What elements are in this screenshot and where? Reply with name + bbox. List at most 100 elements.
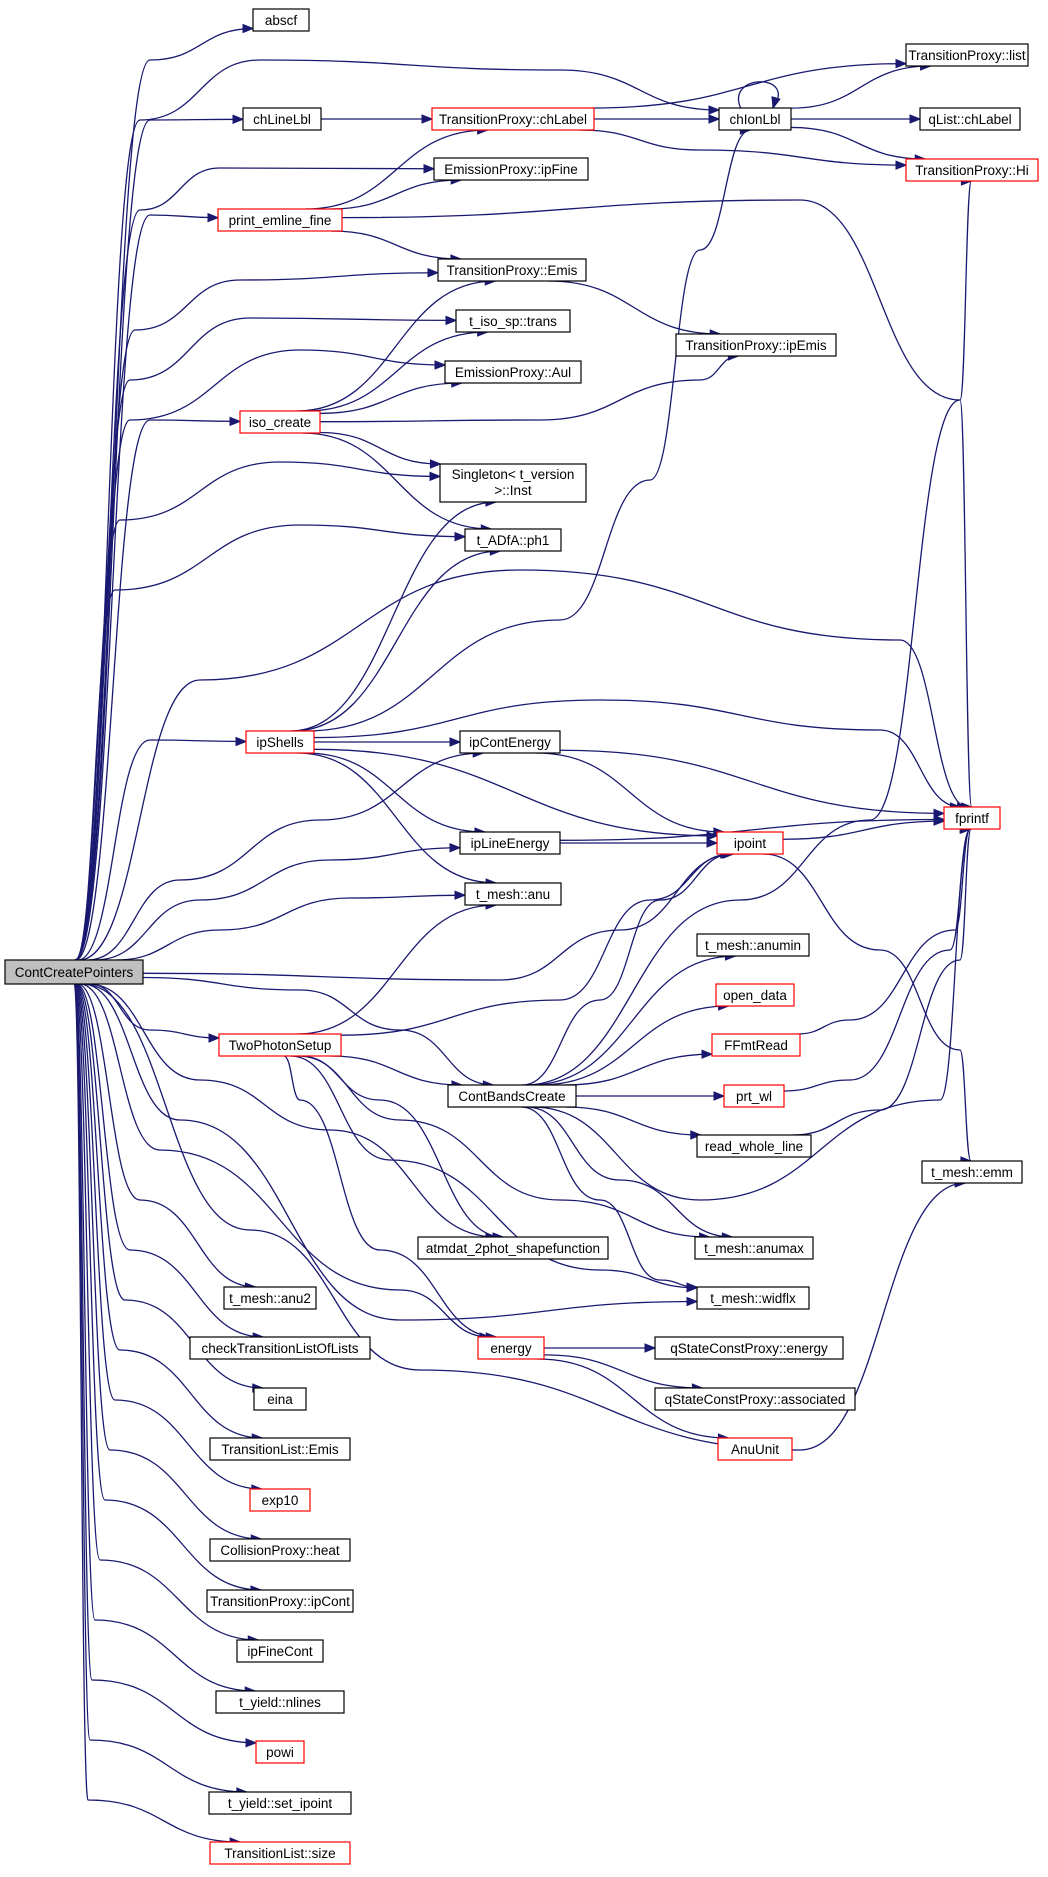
node-chLineLbl[interactable]: chLineLbl [242,107,322,131]
node-box-eina[interactable] [253,1387,307,1411]
node-box-ipoint[interactable] [716,831,784,855]
node-fprintf[interactable]: fprintf [943,806,1001,830]
node-box-tpList[interactable] [905,43,1029,67]
node-box-emAul[interactable] [444,360,582,384]
node-box-powi[interactable] [255,1740,305,1764]
node-twoPhoton[interactable]: TwoPhotonSetup [218,1033,342,1057]
node-box-tpChLabel[interactable] [431,107,595,131]
node-box-qsAssoc[interactable] [654,1387,856,1411]
node-meshEmm[interactable]: t_mesh::emm [921,1160,1023,1184]
node-box-tpIpEmis[interactable] [675,333,837,357]
node-box-printEmline[interactable] [217,208,343,232]
node-box-meshAnu[interactable] [464,882,562,906]
node-box-meshAnumax[interactable] [694,1236,814,1260]
node-ipShells[interactable]: ipShells [245,730,315,754]
node-box-tIsoTrans[interactable] [455,309,571,333]
node-chIonLbl[interactable]: chIonLbl [718,107,792,131]
node-tpList[interactable]: TransitionProxy::list [905,43,1029,67]
node-meshAnumin[interactable]: t_mesh::anumin [696,933,810,957]
node-box-tpHi[interactable] [905,158,1039,182]
node-yieldSetIpoint[interactable]: t_yield::set_ipoint [208,1791,352,1815]
node-qsAssoc[interactable]: qStateConstProxy::associated [654,1387,856,1411]
node-box-openData[interactable] [715,983,795,1007]
node-box-atmdat[interactable] [417,1236,609,1260]
node-box-energy[interactable] [477,1336,545,1360]
node-exp10[interactable]: exp10 [249,1488,311,1512]
node-yieldNlines[interactable]: t_yield::nlines [215,1690,345,1714]
node-energy[interactable]: energy [477,1336,545,1360]
node-box-ipLineEnergy[interactable] [459,831,561,855]
node-box-yieldNlines[interactable] [215,1690,345,1714]
node-box-anuUnit[interactable] [717,1437,793,1461]
node-tpIpCont[interactable]: TransitionProxy::ipCont [206,1589,354,1613]
node-box-meshAnu2[interactable] [223,1286,317,1310]
node-box-tlSize[interactable] [209,1841,351,1865]
node-powi[interactable]: powi [255,1740,305,1764]
node-tpHi[interactable]: TransitionProxy::Hi [905,158,1039,182]
node-box-tpEmis[interactable] [437,258,587,282]
node-box-contBands[interactable] [447,1084,577,1108]
node-contBands[interactable]: ContBandsCreate [447,1084,577,1108]
node-tpChLabel[interactable]: TransitionProxy::chLabel [431,107,595,131]
node-box-ipContEnergy[interactable] [459,730,561,754]
node-box-tpIpCont[interactable] [206,1589,354,1613]
node-tpEmis[interactable]: TransitionProxy::Emis [437,258,587,282]
node-qListChLabel[interactable]: qList::chLabel [919,107,1021,131]
node-box-abscf[interactable] [252,8,310,32]
node-box-checkTLL[interactable] [189,1336,371,1360]
node-box-cpHeat[interactable] [209,1538,351,1562]
node-box-singleton[interactable] [439,463,587,503]
node-atmdat[interactable]: atmdat_2phot_shapefunction [417,1236,609,1260]
node-meshAnu2[interactable]: t_mesh::anu2 [223,1286,317,1310]
node-box-meshAnumin[interactable] [696,933,810,957]
node-meshAnumax[interactable]: t_mesh::anumax [694,1236,814,1260]
node-box-ipFineCont[interactable] [236,1639,324,1663]
node-box-chIonLbl[interactable] [718,107,792,131]
node-singleton[interactable]: Singleton< t_version>::Inst [439,463,587,503]
node-box-twoPhoton[interactable] [218,1033,342,1057]
node-printEmline[interactable]: print_emline_fine [217,208,343,232]
node-box-isoCreate[interactable] [239,410,321,434]
node-box-root[interactable] [4,959,144,985]
node-root[interactable]: ContCreatePointers [4,959,144,985]
node-tIsoTrans[interactable]: t_iso_sp::trans [455,309,571,333]
node-ffmtRead[interactable]: FFmtRead [711,1033,801,1057]
node-tlSize[interactable]: TransitionList::size [209,1841,351,1865]
node-box-chLineLbl[interactable] [242,107,322,131]
node-box-qsEnergy[interactable] [654,1336,844,1360]
node-box-meshWidflx[interactable] [696,1286,810,1310]
node-box-yieldSetIpoint[interactable] [208,1791,352,1815]
node-box-prtWl[interactable] [723,1084,785,1108]
node-emIpFine[interactable]: EmissionProxy::ipFine [433,157,589,181]
node-meshAnu[interactable]: t_mesh::anu [464,882,562,906]
node-box-readWhole[interactable] [696,1134,812,1158]
node-cpHeat[interactable]: CollisionProxy::heat [209,1538,351,1562]
node-checkTLL[interactable]: checkTransitionListOfLists [189,1336,371,1360]
node-ipFineCont[interactable]: ipFineCont [236,1639,324,1663]
node-tlEmis[interactable]: TransitionList::Emis [209,1437,351,1461]
node-box-fprintf[interactable] [943,806,1001,830]
node-qsEnergy[interactable]: qStateConstProxy::energy [654,1336,844,1360]
node-box-tlEmis[interactable] [209,1437,351,1461]
node-tpIpEmis[interactable]: TransitionProxy::ipEmis [675,333,837,357]
node-anuUnit[interactable]: AnuUnit [717,1437,793,1461]
node-box-emIpFine[interactable] [433,157,589,181]
node-adfaPh1[interactable]: t_ADfA::ph1 [464,528,562,552]
node-prtWl[interactable]: prt_wl [723,1084,785,1108]
node-box-ipShells[interactable] [245,730,315,754]
node-box-ffmtRead[interactable] [711,1033,801,1057]
node-isoCreate[interactable]: iso_create [239,410,321,434]
node-eina[interactable]: eina [253,1387,307,1411]
node-box-qListChLabel[interactable] [919,107,1021,131]
node-openData[interactable]: open_data [715,983,795,1007]
node-readWhole[interactable]: read_whole_line [696,1134,812,1158]
node-ipContEnergy[interactable]: ipContEnergy [459,730,561,754]
node-abscf[interactable]: abscf [252,8,310,32]
node-meshWidflx[interactable]: t_mesh::widflx [696,1286,810,1310]
node-box-meshEmm[interactable] [921,1160,1023,1184]
node-ipoint[interactable]: ipoint [716,831,784,855]
node-box-adfaPh1[interactable] [464,528,562,552]
node-emAul[interactable]: EmissionProxy::Aul [444,360,582,384]
node-ipLineEnergy[interactable]: ipLineEnergy [459,831,561,855]
node-box-exp10[interactable] [249,1488,311,1512]
